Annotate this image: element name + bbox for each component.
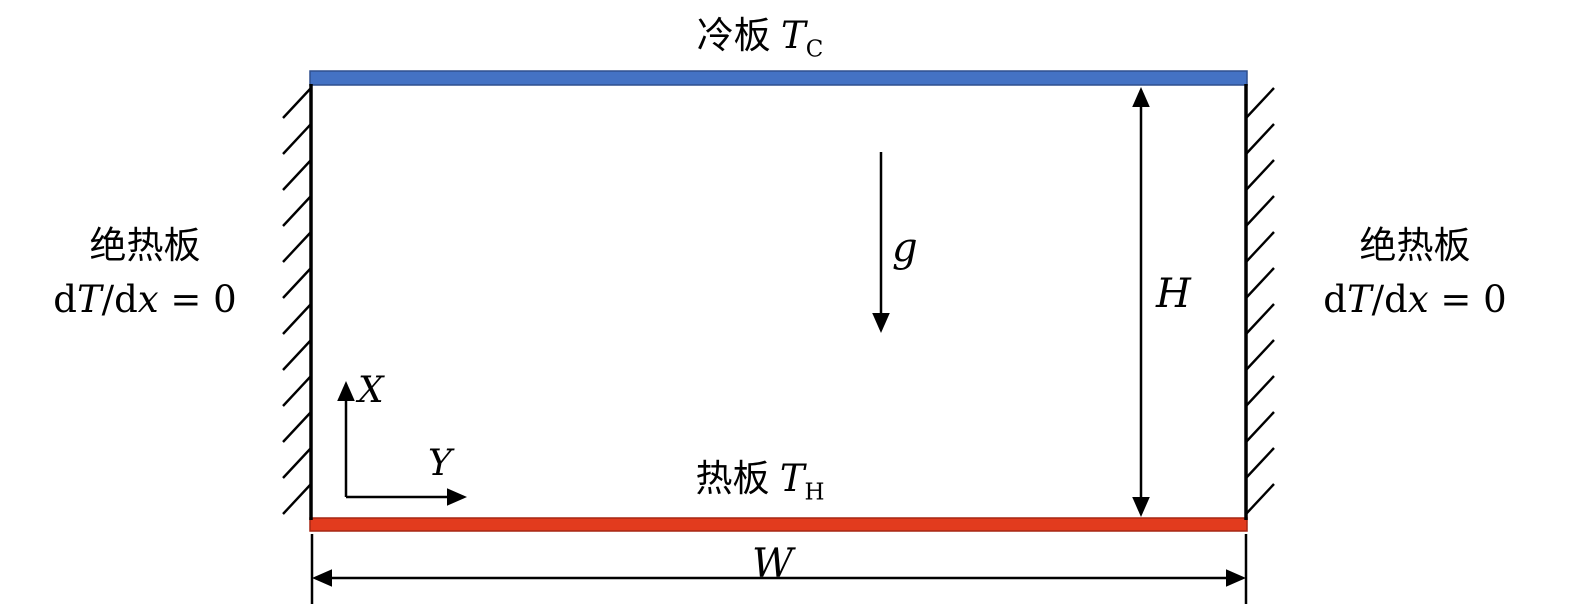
x-var: x: [1407, 278, 1429, 322]
hatch-line: [282, 303, 312, 335]
d-operator: /d: [101, 278, 138, 322]
hatch-line: [282, 195, 312, 227]
hatch-line: [282, 159, 312, 191]
hatch-line: [1245, 483, 1275, 515]
x-var: x: [137, 278, 159, 322]
left-adiabatic-equation: dT/dx = 0: [0, 276, 300, 324]
right-adiabatic-label: 绝热板 dT/dx = 0: [1260, 222, 1570, 324]
left-adiabatic-name: 绝热板: [89, 224, 201, 267]
hatch-line: [282, 339, 312, 371]
hatch-line: [282, 375, 312, 407]
hatch-line: [1245, 411, 1275, 443]
hatch-line: [282, 483, 312, 515]
hot-plate-name: 热板: [695, 457, 770, 500]
equals-zero: = 0: [158, 278, 237, 322]
left-adiabatic-label: 绝热板 dT/dx = 0: [0, 222, 300, 324]
equals-zero: = 0: [1428, 278, 1507, 322]
cold-plate-bar: [309, 70, 1248, 86]
gravity-label: g: [892, 225, 918, 271]
hatch-line: [282, 267, 312, 299]
height-label: H: [1156, 271, 1191, 317]
hatch-line: [282, 411, 312, 443]
left-wall-hatching: [282, 87, 312, 515]
width-label: W: [752, 541, 794, 587]
hatch-line: [1245, 375, 1275, 407]
temperature-subscript: H: [804, 479, 825, 506]
temperature-symbol: T: [781, 14, 806, 57]
d-operator: /d: [1371, 278, 1408, 322]
hatch-line: [1245, 87, 1275, 119]
cold-plate-name: 冷板: [696, 14, 771, 57]
hatch-line: [282, 87, 312, 119]
hot-plate-bar: [309, 517, 1248, 532]
temperature-var: T: [76, 278, 102, 322]
hatch-line: [282, 123, 312, 155]
hatch-line: [1245, 447, 1275, 479]
hatch-line: [1245, 231, 1275, 263]
right-wall-hatching: [1245, 87, 1275, 515]
temperature-symbol: T: [779, 457, 805, 500]
temperature-subscript: C: [805, 36, 824, 63]
temperature-var: T: [1346, 278, 1372, 322]
y-axis-label: Y: [428, 443, 452, 484]
d-operator: d: [1323, 278, 1347, 322]
d-operator: d: [53, 278, 77, 322]
hatch-line: [1245, 303, 1275, 335]
x-axis-label: X: [358, 370, 384, 411]
right-adiabatic-name: 绝热板: [1359, 224, 1471, 267]
right-adiabatic-equation: dT/dx = 0: [1260, 276, 1570, 324]
hatch-line: [282, 231, 312, 263]
hatch-line: [1245, 159, 1275, 191]
hatch-line: [1245, 267, 1275, 299]
hatch-line: [1245, 123, 1275, 155]
hatch-line: [1245, 339, 1275, 371]
hatch-line: [1245, 195, 1275, 227]
hatch-line: [282, 447, 312, 479]
